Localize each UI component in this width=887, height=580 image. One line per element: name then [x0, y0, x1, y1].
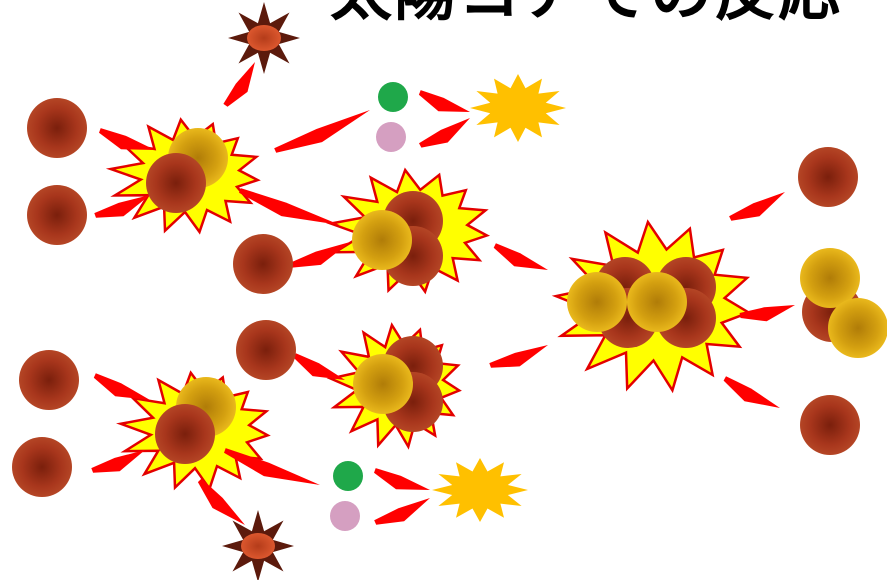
- spiky-particle-core: [247, 25, 281, 51]
- proton-icon: [27, 98, 87, 158]
- neutrino-icon: [376, 122, 406, 152]
- reaction-arrow-icon: [729, 192, 785, 221]
- proton-icon: [27, 185, 87, 245]
- reaction-arrow-icon: [418, 90, 470, 112]
- reaction-arrow-icon: [374, 498, 430, 525]
- reaction-arrow-icon: [374, 468, 430, 490]
- neutron-icon: [828, 298, 887, 358]
- neutron-icon: [352, 210, 412, 270]
- gamma-ray-icon: [470, 74, 566, 142]
- proton-icon: [233, 234, 293, 294]
- reaction-arrow-icon: [93, 373, 150, 400]
- neutron-icon: [353, 354, 413, 414]
- neutron-icon: [800, 248, 860, 308]
- reaction-arrow-icon: [99, 128, 155, 150]
- proton-icon: [800, 395, 860, 455]
- proton-icon: [155, 404, 215, 464]
- neutrino-icon: [330, 501, 360, 531]
- positron-icon: [333, 461, 363, 491]
- proton-icon: [12, 437, 72, 497]
- reaction-arrow-icon: [289, 242, 350, 268]
- reaction-arrow-icon: [293, 353, 345, 380]
- reaction-arrow-icon: [419, 118, 470, 148]
- spiky-particle-core: [241, 533, 275, 559]
- reaction-arrow-icon: [723, 376, 780, 408]
- reaction-arrow-icon: [739, 305, 795, 322]
- reaction-arrow-icon: [489, 345, 548, 368]
- positron-icon: [378, 82, 408, 112]
- proton-icon: [146, 153, 206, 213]
- proton-icon: [236, 320, 296, 380]
- reaction-arrow-icon: [239, 188, 340, 225]
- gamma-ray-icon: [432, 458, 528, 522]
- proton-icon: [19, 350, 79, 410]
- neutron-icon: [627, 272, 687, 332]
- reaction-arrow-icon: [91, 450, 145, 473]
- neutron-icon: [567, 272, 627, 332]
- reaction-arrow-icon: [274, 110, 370, 153]
- reaction-arrow-icon: [94, 195, 150, 218]
- reaction-arrow-icon: [493, 243, 548, 270]
- reaction-arrow-icon: [223, 62, 255, 107]
- reaction-arrow-icon: [197, 478, 245, 525]
- reaction-arrow-icon: [224, 448, 320, 485]
- proton-icon: [798, 147, 858, 207]
- page-title: 太陽コアでの反応: [330, 0, 842, 24]
